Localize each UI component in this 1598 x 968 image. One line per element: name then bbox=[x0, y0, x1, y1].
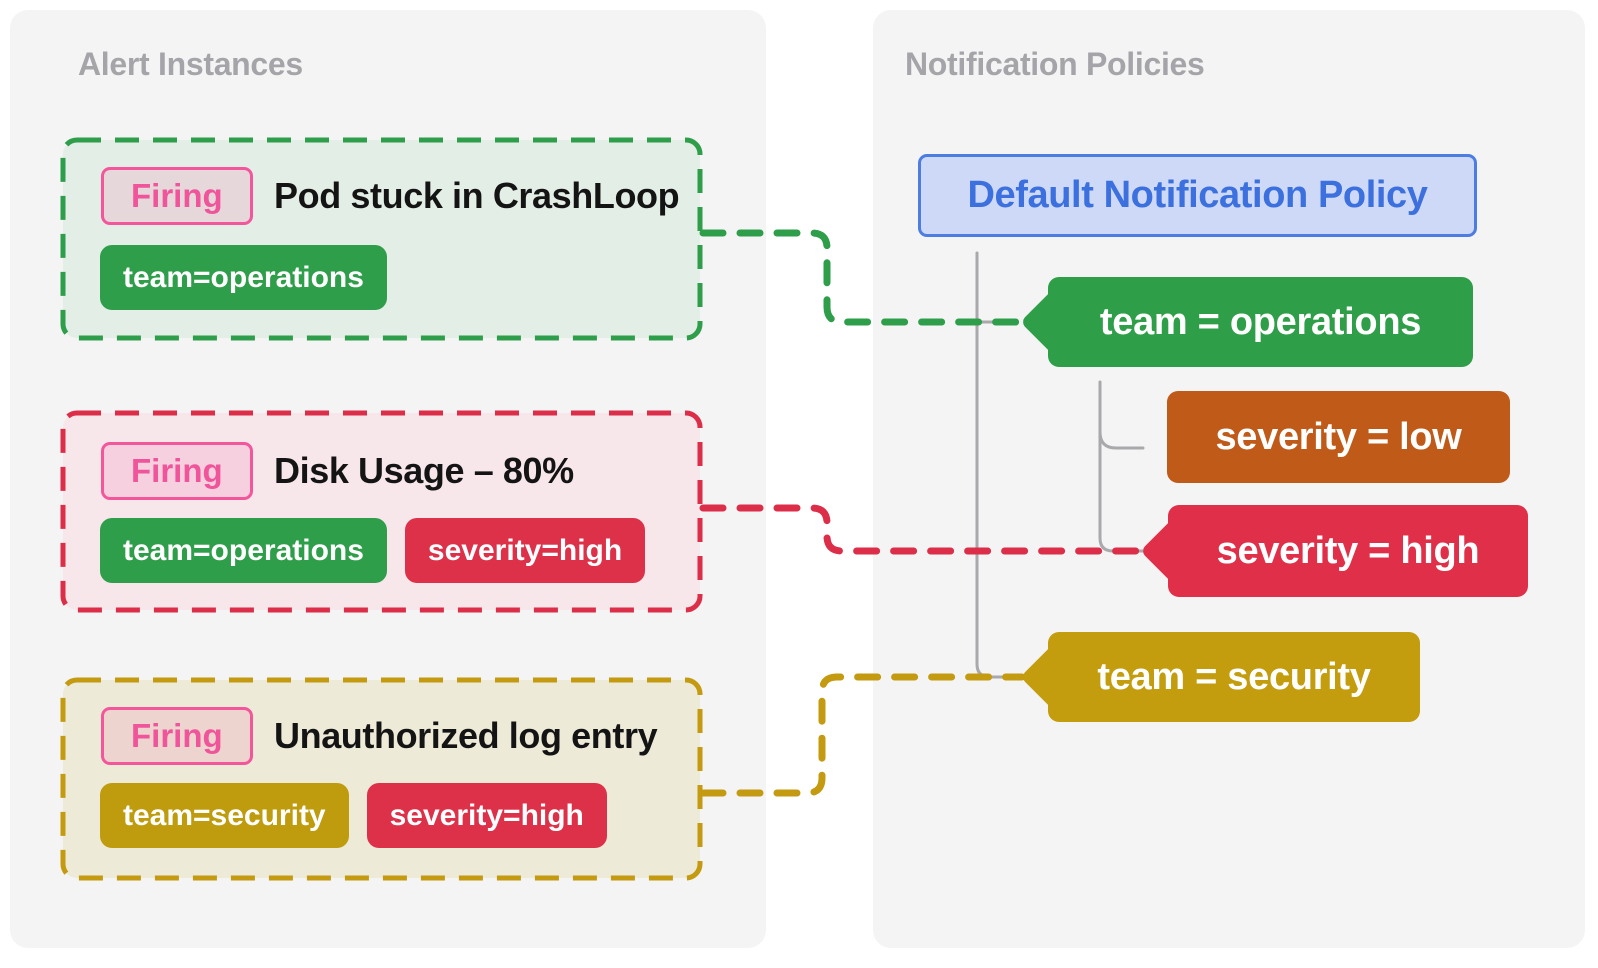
notification-policies-title: Notification Policies bbox=[905, 46, 1205, 82]
matcher-team-security: team = security bbox=[1048, 632, 1420, 722]
alert-card-disk-usage: Firing bbox=[101, 442, 253, 500]
default-notification-policy-box: Default Notification Policy bbox=[918, 154, 1477, 237]
alert-card-unauthorized: Firing bbox=[101, 707, 253, 765]
connector-disk-to-severity-high bbox=[699, 504, 1146, 555]
matcher-severity-high: severity = high bbox=[1168, 505, 1528, 597]
routing-connectors bbox=[699, 229, 1146, 797]
alert-instances-title: Alert Instances bbox=[78, 46, 303, 82]
firing-badge: Firing bbox=[101, 167, 253, 225]
alert-title: Disk Usage – 80% bbox=[274, 450, 574, 491]
matcher-team-operations: team = operations bbox=[1048, 277, 1473, 367]
label-chip-severity-high: severity=high bbox=[404, 518, 646, 583]
alert-labels-row: team=operations severity=high bbox=[100, 518, 646, 583]
label-chip-team-security: team=security bbox=[100, 783, 349, 848]
matcher-label: severity = high bbox=[1216, 529, 1480, 572]
matcher-label: team = security bbox=[1097, 655, 1371, 698]
firing-badge: Firing bbox=[101, 442, 253, 500]
matcher-severity-low: severity = low bbox=[1167, 391, 1510, 483]
alert-card-crashloop: Firing bbox=[101, 167, 253, 225]
tree-line-root bbox=[975, 251, 1010, 679]
alert-title-row: Unauthorized log entry bbox=[274, 707, 658, 765]
tree-line-nested bbox=[1098, 380, 1148, 553]
alert-labels-row: team=operations bbox=[100, 245, 387, 310]
alert-title-row: Disk Usage – 80% bbox=[274, 442, 574, 500]
alert-title: Pod stuck in CrashLoop bbox=[274, 175, 680, 216]
tree-branch-severity-low bbox=[1098, 430, 1145, 450]
label-chip-severity-high: severity=high bbox=[366, 783, 607, 848]
firing-badge: Firing bbox=[101, 707, 253, 765]
alert-labels-row: team=security severity=high bbox=[100, 783, 607, 848]
label-chip-team-operations: team=operations bbox=[100, 245, 387, 310]
label-chip-team-operations: team=operations bbox=[100, 518, 387, 583]
alert-title: Unauthorized log entry bbox=[274, 715, 658, 756]
alert-title-row: Pod stuck in CrashLoop bbox=[274, 167, 680, 225]
connector-unauthorized-to-security bbox=[699, 673, 1026, 797]
connector-crashloop-to-operations bbox=[699, 229, 1026, 326]
matcher-label: team = operations bbox=[1099, 300, 1422, 343]
matcher-label: severity = low bbox=[1215, 415, 1462, 458]
